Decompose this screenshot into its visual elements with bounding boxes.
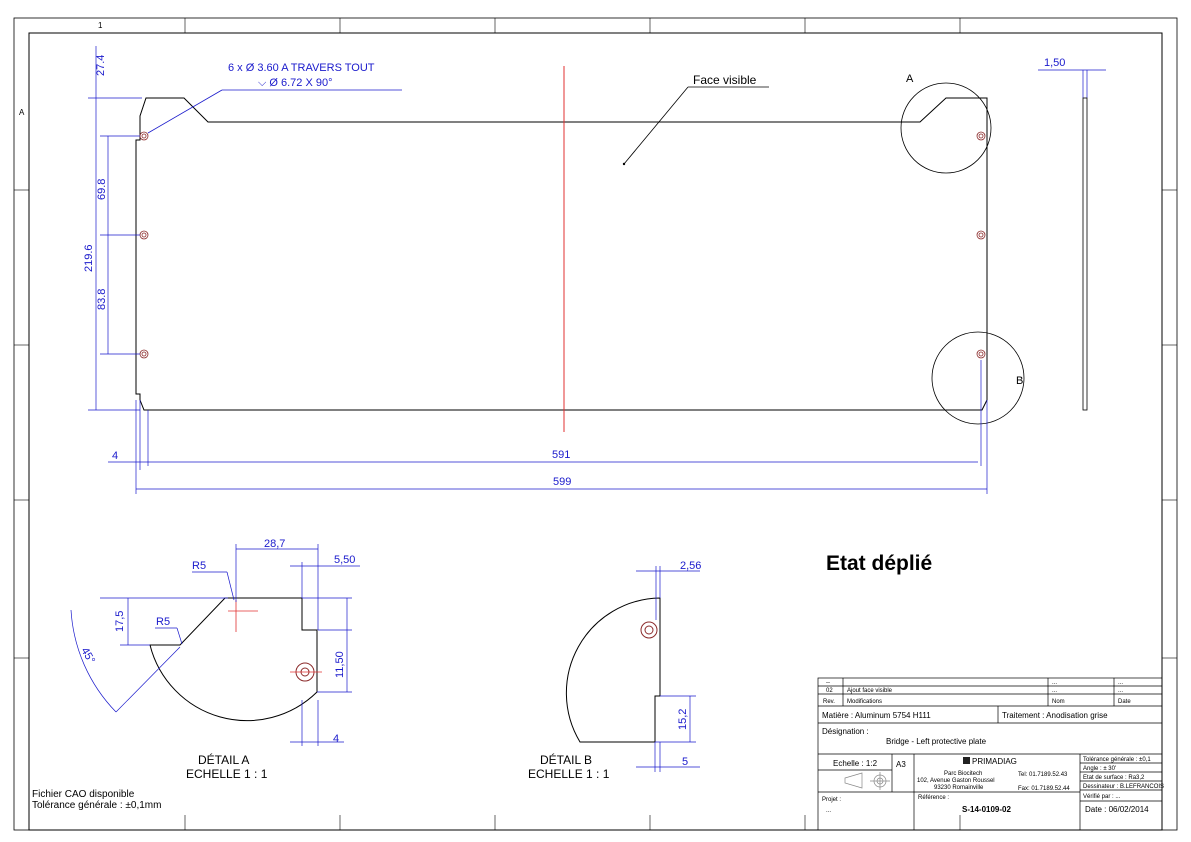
- border-col-number: 1: [98, 21, 103, 30]
- projection-symbol-icon: [844, 772, 890, 790]
- tb-date-header: Date: [1118, 699, 1131, 705]
- detail-b-dimensions: [636, 566, 700, 772]
- side-view: [1082, 97, 1088, 411]
- face-visible-leader: [623, 86, 689, 165]
- detail-b-scale: ECHELLE 1 : 1: [528, 767, 610, 781]
- detail-b-label: DÉTAIL B: [540, 752, 592, 767]
- detail-a-centerlines: [228, 600, 322, 673]
- mounting-holes: [139, 131, 986, 359]
- tb-nom-dots-2: ...: [1052, 688, 1057, 694]
- detail-a-dim-28-7: 28,7: [264, 538, 285, 550]
- tb-date-dots-2: ...: [1118, 688, 1123, 694]
- detail-a-dim-11-50: 11,50: [334, 651, 346, 678]
- tb-rev-dots: --: [826, 680, 830, 686]
- tb-echelle: Echelle : 1:2: [833, 759, 878, 768]
- dim-hole-spacing-upper: 69.8: [96, 179, 108, 200]
- detail-a-label: DÉTAIL A: [198, 752, 249, 767]
- hole-callout-line2: ⌵ Ø 6.72 X 90°: [258, 77, 333, 89]
- tb-company: PRIMADIAG: [972, 757, 1017, 766]
- tb-designation: Bridge - Left protective plate: [886, 737, 987, 746]
- detail-a-scale: ECHELLE 1 : 1: [186, 767, 268, 781]
- detail-a-dim-17-5: 17,5: [114, 611, 126, 632]
- main-dimensions: [88, 46, 1106, 494]
- title-block: [817, 677, 1163, 831]
- detail-b-dim-5: 5: [682, 756, 688, 768]
- detail-b-dim-2-56: 2,56: [680, 560, 701, 572]
- dim-overall-width: 599: [553, 476, 571, 488]
- tb-reference-label: Référence :: [918, 795, 949, 801]
- tb-surface: Etat de surface : Ra3,2: [1083, 775, 1145, 781]
- detail-a-view: [149, 597, 318, 722]
- cad-note-line1: Fichier CAO disponible: [32, 789, 135, 800]
- plate-outline: [135, 97, 988, 411]
- detail-a-letter: A: [906, 73, 914, 85]
- tb-rev-header: Rev.: [823, 699, 835, 705]
- detail-a-radius-top: R5: [192, 560, 206, 572]
- tb-matiere: Matière : Aluminum 5754 H111: [822, 711, 931, 720]
- tb-format: A3: [896, 760, 906, 769]
- cad-note-line2: Tolérance générale : ±0,1mm: [32, 800, 161, 811]
- tb-projet-label: Projet :: [822, 797, 841, 803]
- dim-thickness: 1,50: [1044, 57, 1065, 69]
- hole-callout: 6 x Ø 3.60 A TRAVERS TOUT ⌵ Ø 6.72 X 90°: [147, 62, 402, 134]
- tb-rev-desc: Ajout face visible: [847, 688, 893, 694]
- detail-b-view: [565, 597, 661, 743]
- tb-address1: Parc Biocitech: [944, 771, 982, 777]
- dim-edge-offset: 4: [112, 450, 118, 462]
- dim-inner-width: 591: [552, 449, 570, 461]
- company-logo-icon: [963, 757, 970, 764]
- detail-a-dim-5-50: 5,50: [334, 554, 355, 566]
- detail-b-dim-15-2: 15,2: [677, 709, 689, 730]
- unfolded-state-title: Etat déplié: [826, 552, 932, 575]
- detail-a-angle: 45°: [78, 646, 97, 666]
- detail-a-dimensions: [70, 544, 360, 746]
- tb-dessinateur: Dessinateur : B.LEFRANCOIS: [1083, 784, 1164, 790]
- tb-nom-header: Nom: [1052, 699, 1065, 705]
- sheet-border: [13, 17, 1178, 831]
- tb-designation-label: Désignation :: [822, 727, 869, 736]
- tb-traitement: Traitement : Anodisation grise: [1002, 711, 1108, 720]
- dim-overall-height: 219.6: [83, 244, 95, 272]
- tb-mod-header: Modifications: [847, 699, 882, 705]
- detail-a-radius-inner: R5: [156, 616, 170, 628]
- detail-b-circle: [931, 331, 1025, 425]
- dim-hole-spacing-lower: 83.8: [96, 289, 108, 310]
- face-visible-label: Face visible: [693, 73, 757, 87]
- detail-b-letter: B: [1016, 375, 1023, 387]
- dim-top-offset: 27.4: [95, 55, 107, 76]
- tb-rev-num: 02: [826, 688, 833, 694]
- detail-a-circle: [900, 82, 992, 174]
- tb-date-dots-1: ...: [1118, 680, 1123, 686]
- tb-date: Date : 06/02/2014: [1085, 805, 1149, 814]
- tb-verifie: Vérifié par : ...: [1083, 794, 1121, 800]
- tb-address3: 93230 Romainville: [934, 785, 984, 791]
- detail-a-dim-4: 4: [333, 733, 339, 745]
- tb-projet-value: ...: [826, 808, 831, 814]
- tb-tolerance: Tolérance générale : ±0,1: [1083, 757, 1151, 763]
- hole-callout-line1: 6 x Ø 3.60 A TRAVERS TOUT: [228, 62, 375, 74]
- tb-angle: Angle : ± 30': [1083, 766, 1116, 772]
- tb-tel: Tel: 01.7189.52.43: [1018, 772, 1068, 778]
- tb-nom-dots-1: ...: [1052, 680, 1057, 686]
- tb-reference: S-14-0109-02: [962, 805, 1011, 814]
- tb-address2: 102, Avenue Gaston Roussel: [917, 778, 995, 784]
- tb-fax: Fax: 01.7189.52.44: [1018, 786, 1070, 792]
- border-row-letter: A: [19, 108, 25, 117]
